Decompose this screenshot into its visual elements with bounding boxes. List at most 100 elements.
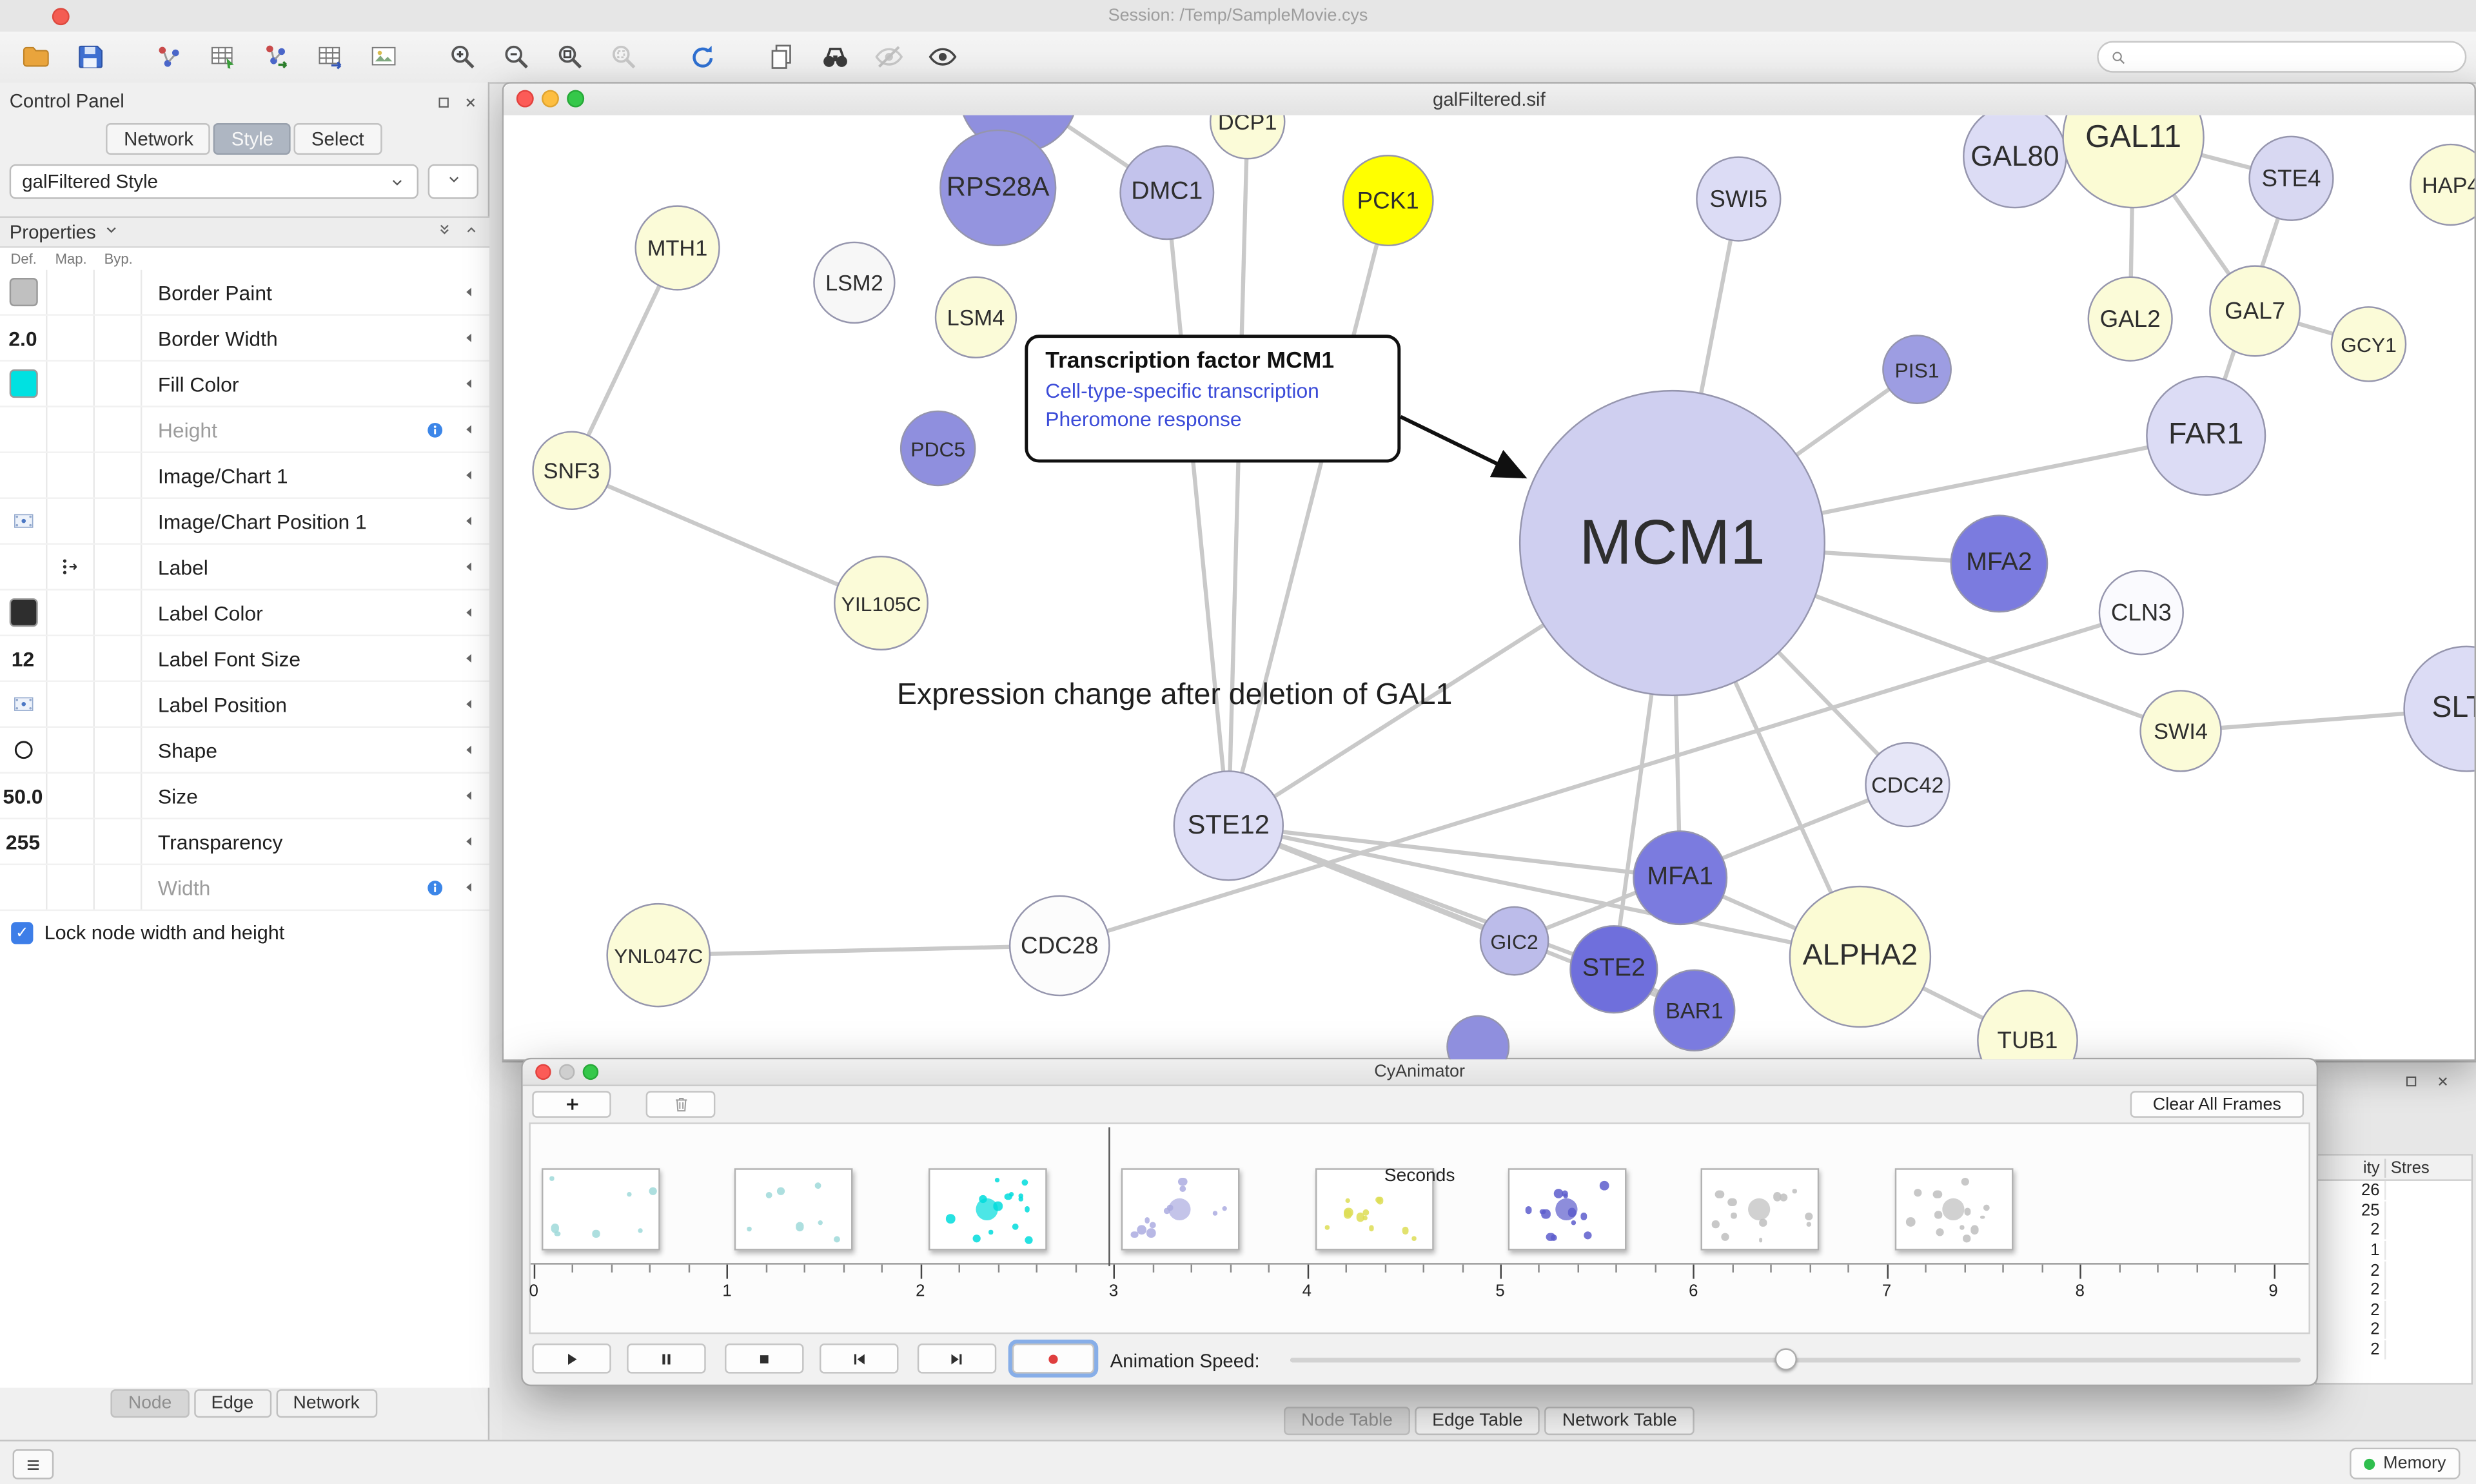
property-bypass-cell[interactable] (95, 453, 142, 498)
info-icon[interactable] (425, 419, 446, 440)
frame-thumbnail[interactable] (734, 1168, 854, 1251)
node-snf3[interactable]: SNF3 (532, 431, 611, 511)
property-mapping-cell[interactable] (47, 361, 95, 406)
property-default-cell[interactable]: 12 (0, 636, 48, 681)
column-header[interactable]: Stres (2390, 1158, 2430, 1177)
property-mapping-cell[interactable] (47, 865, 95, 910)
property-mapping-cell[interactable] (47, 269, 95, 315)
slider-thumb[interactable] (1774, 1348, 1797, 1371)
frame-thumbnail[interactable] (542, 1168, 660, 1251)
node-pck1[interactable]: PCK1 (1342, 155, 1434, 247)
frame-thumbnail[interactable] (928, 1168, 1047, 1251)
node-far1[interactable]: FAR1 (2146, 375, 2266, 496)
node-tub1[interactable]: TUB1 (1977, 990, 2078, 1060)
property-default-cell[interactable]: 255 (0, 819, 48, 864)
node-bar1[interactable]: BAR1 (1653, 969, 1736, 1052)
tab-node[interactable]: Node (110, 1389, 190, 1418)
tab-network-table[interactable]: Network Table (1544, 1407, 1695, 1436)
frame-thumbnail[interactable] (1894, 1168, 2013, 1251)
export-image-button[interactable] (360, 36, 407, 77)
open-session-button[interactable] (13, 36, 60, 77)
style-selector[interactable]: galFiltered Style (9, 164, 418, 199)
first-neighbors-button[interactable] (812, 36, 859, 77)
close-window-button[interactable] (516, 90, 534, 108)
tab-network[interactable]: Network (275, 1389, 377, 1418)
play-button[interactable] (532, 1343, 611, 1374)
node-alpha2[interactable]: ALPHA2 (1789, 885, 1932, 1028)
table-row[interactable]: 2 (2317, 1320, 2471, 1340)
node-node-b1[interactable] (1446, 1015, 1510, 1060)
property-bypass-cell[interactable] (95, 544, 142, 589)
pause-button[interactable] (627, 1343, 706, 1374)
property-mapping-cell[interactable] (47, 819, 95, 864)
property-default-cell[interactable] (0, 865, 48, 910)
property-mapping-cell[interactable] (47, 590, 95, 635)
tab-node-table[interactable]: Node Table (1284, 1407, 1410, 1436)
import-network-from-file-button[interactable] (145, 36, 192, 77)
node-rps28a[interactable]: RPS28A (939, 129, 1057, 247)
property-row[interactable]: Shape (0, 727, 490, 774)
apply-layout-button[interactable] (679, 36, 726, 77)
node-lsm2[interactable]: LSM2 (813, 241, 896, 324)
table-row[interactable]: 2 (2317, 1340, 2471, 1360)
expand-arrow-icon[interactable] (461, 284, 477, 300)
property-mapping-cell[interactable] (47, 636, 95, 681)
frame-thumbnail[interactable] (1315, 1168, 1433, 1251)
zoom-in-button[interactable] (439, 36, 486, 77)
node-cln3[interactable]: CLN3 (2098, 570, 2184, 656)
property-bypass-cell[interactable] (95, 774, 142, 818)
property-mapping-cell[interactable] (47, 315, 95, 360)
property-default-cell[interactable] (0, 590, 48, 635)
network-canvas[interactable]: RPS28BDCP1RPS28ADMC1PCK1SWI5GAL80GAL11ST… (504, 115, 2475, 1060)
expand-arrow-icon[interactable] (461, 376, 477, 391)
property-default-cell[interactable] (0, 681, 48, 727)
mcm1-annotation[interactable]: Transcription factor MCM1 Cell-type-spec… (1025, 335, 1401, 463)
table-row[interactable]: 2 (2317, 1260, 2471, 1280)
annotation-link[interactable]: Pheromone response (1045, 407, 1242, 431)
property-default-cell[interactable] (0, 727, 48, 772)
zoom-window-button[interactable] (582, 1064, 599, 1080)
add-frame-button[interactable] (532, 1091, 611, 1118)
float-panel-icon[interactable] (2403, 1069, 2419, 1097)
zoom-selected-button[interactable] (600, 36, 647, 77)
table-row[interactable]: 2 (2317, 1280, 2471, 1300)
delete-frame-button[interactable] (645, 1091, 716, 1118)
property-mapping-cell[interactable] (47, 453, 95, 498)
hide-selected-button[interactable] (865, 36, 912, 77)
property-row[interactable]: Image/Chart 1 (0, 453, 490, 499)
zoom-fit-content-button[interactable] (546, 36, 593, 77)
node-ste12[interactable]: STE12 (1173, 770, 1284, 881)
column-header[interactable]: ity (2317, 1158, 2386, 1177)
property-bypass-cell[interactable] (95, 819, 142, 864)
style-options-button[interactable] (427, 164, 479, 199)
properties-header[interactable]: Properties (9, 220, 96, 244)
table-row[interactable]: 1 (2317, 1240, 2471, 1260)
first-frame-button[interactable] (820, 1343, 899, 1374)
property-row[interactable]: Height (0, 407, 490, 453)
cyanimator-titlebar[interactable]: CyAnimator (522, 1059, 2317, 1086)
search-input[interactable] (2133, 46, 2454, 68)
zoom-window-button[interactable] (567, 90, 585, 108)
node-ste4[interactable]: STE4 (2248, 135, 2334, 221)
minimize-window-button[interactable] (542, 90, 559, 108)
property-bypass-cell[interactable] (95, 407, 142, 452)
property-default-cell[interactable] (0, 407, 48, 452)
last-frame-button[interactable] (917, 1343, 997, 1374)
node-mfa2[interactable]: MFA2 (1950, 514, 2049, 613)
node-mcm1[interactable]: MCM1 (1518, 389, 1826, 697)
node-cdc28[interactable]: CDC28 (1008, 895, 1110, 997)
property-row[interactable]: Image/Chart Position 1 (0, 498, 490, 545)
table-row[interactable]: 2 (2317, 1300, 2471, 1320)
memory-button[interactable]: Memory (2350, 1447, 2461, 1479)
node-ste2[interactable]: STE2 (1569, 925, 1658, 1014)
expand-arrow-icon[interactable] (461, 605, 477, 620)
export-network-button[interactable] (253, 36, 300, 77)
zoom-out-button[interactable] (493, 36, 540, 77)
expand-arrow-icon[interactable] (461, 467, 477, 483)
info-icon[interactable] (425, 877, 446, 897)
tab-network[interactable]: Network (106, 123, 211, 155)
node-hap4[interactable]: HAP4 (2410, 143, 2475, 226)
playhead[interactable] (1107, 1127, 1110, 1267)
